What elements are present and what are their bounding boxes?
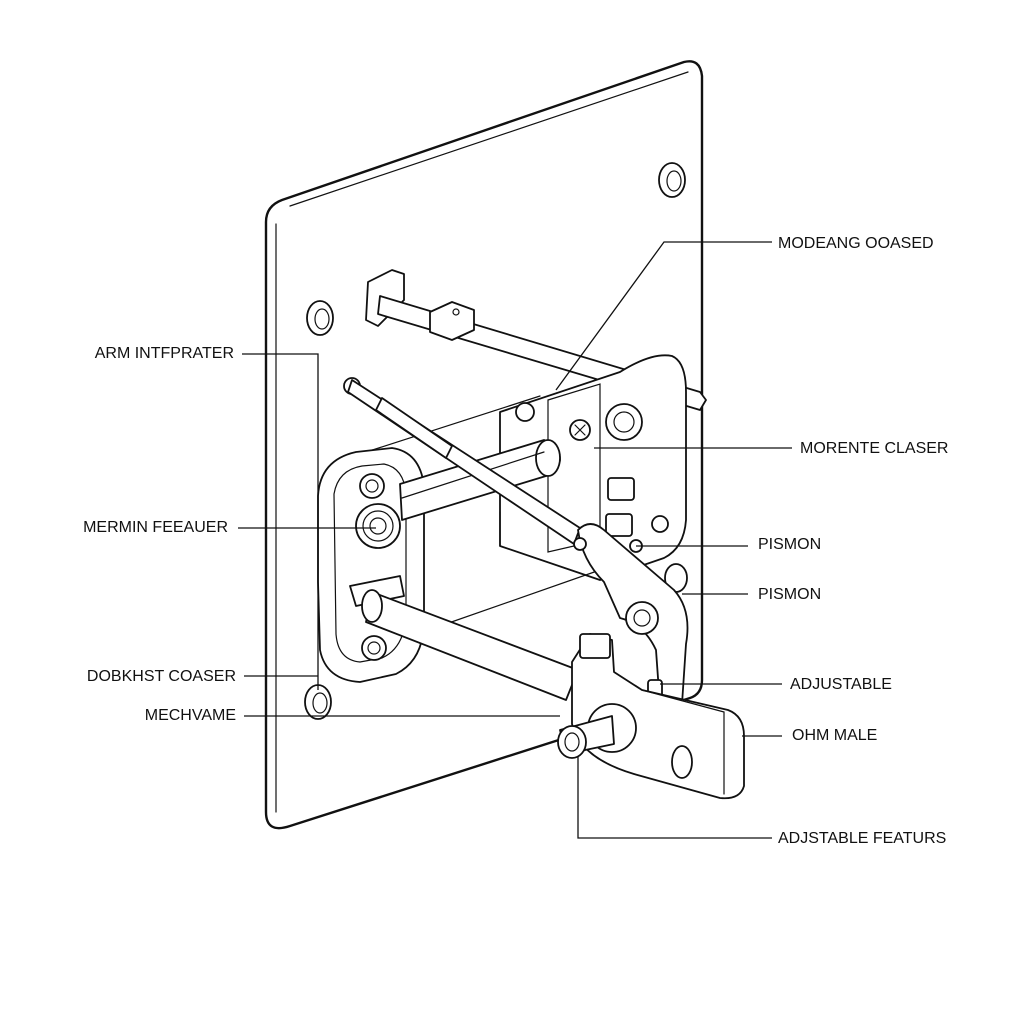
label-left-4: MECHVAME [145,707,236,724]
labels: MODEANG OOASED MORENTE CLASER PISMON PIS… [83,235,948,847]
lower-clamp [557,633,745,800]
label-right-2: PISMON [758,536,821,553]
label-right-1: MORENTE CLASER [800,440,948,457]
leader-bottom-right [577,756,772,839]
mounting-hole-top-left [306,300,334,336]
label-left-1: ARM INTFPRATER [95,345,234,362]
label-left-2: MERMIN FEEAUER [83,519,228,536]
leader-left-1 [242,353,319,690]
label-right-3: PISMON [758,586,821,603]
label-top-right: MODEANG OOASED [778,235,934,252]
label-bottom-right: ADJSTABLE FEATURS [778,830,946,847]
label-left-3: DOBKHST COASER [87,668,236,685]
label-right-4: ADJUSTABLE [790,676,892,693]
pivot-lever [573,523,689,707]
leader-lines [238,241,792,839]
mounting-hole-top-right [658,162,686,198]
mounting-hole-bottom-left [304,684,332,720]
label-right-5: OHM MALE [792,727,877,744]
leader-top-right [555,241,772,391]
lower-tube [361,589,579,701]
